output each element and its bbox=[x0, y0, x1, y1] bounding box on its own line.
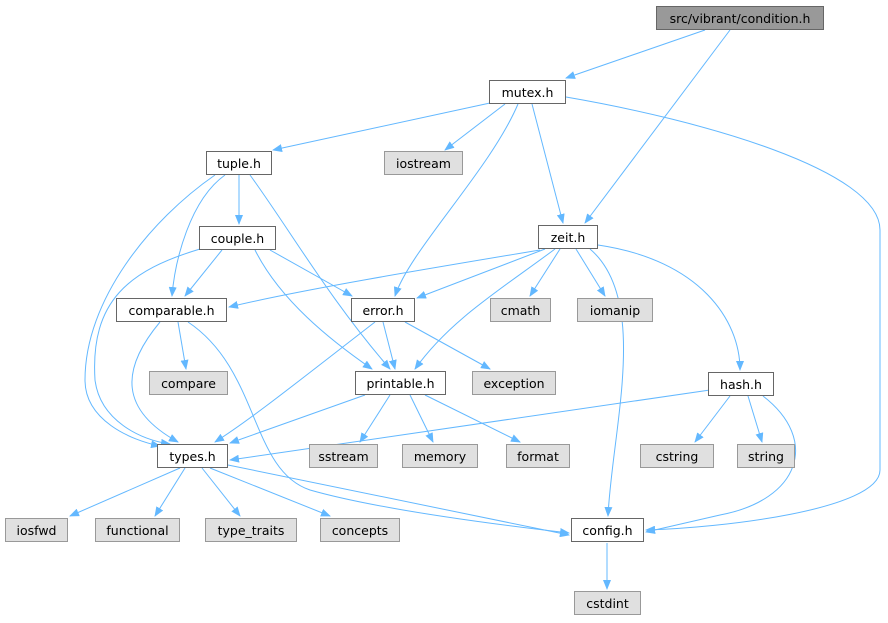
node-compare: compare bbox=[149, 371, 228, 395]
node-hash[interactable]: hash.h bbox=[708, 372, 774, 396]
node-iomanip: iomanip bbox=[577, 298, 653, 322]
node-functional: functional bbox=[95, 518, 180, 542]
edge-hash-config bbox=[645, 395, 797, 534]
node-iosfwd: iosfwd bbox=[5, 518, 68, 542]
edge-error-types bbox=[214, 321, 376, 443]
edge-zeit-hash bbox=[597, 244, 744, 371]
node-cmath: cmath bbox=[490, 298, 551, 322]
edge-zeit-cmath bbox=[529, 248, 561, 297]
edge-tuple-types bbox=[84, 174, 216, 449]
edge-cond-zeit bbox=[584, 29, 731, 224]
node-comparable[interactable]: comparable.h bbox=[116, 298, 227, 322]
edge-mutex-zeit bbox=[531, 103, 565, 224]
edge-types-functional bbox=[154, 467, 186, 517]
edge-printable-sstream bbox=[359, 394, 391, 443]
edge-types-type-traits bbox=[201, 467, 241, 517]
node-error[interactable]: error.h bbox=[351, 298, 415, 322]
node-type-traits: type_traits bbox=[205, 518, 297, 542]
node-tuple[interactable]: tuple.h bbox=[206, 151, 272, 175]
node-cstring: cstring bbox=[640, 444, 714, 468]
edge-types-iosfwd bbox=[69, 467, 181, 517]
edge-zeit-config bbox=[589, 248, 625, 517]
edge-couple-error bbox=[269, 249, 353, 297]
edge-couple-comparable bbox=[184, 249, 223, 297]
node-string: string bbox=[737, 444, 795, 468]
edge-printable-types bbox=[229, 394, 366, 444]
edge-hash-string bbox=[747, 395, 764, 443]
edge-printable-format bbox=[424, 394, 521, 443]
edge-comparable-types bbox=[131, 321, 179, 443]
edge-comparable-config bbox=[187, 321, 570, 536]
edge-couple-types bbox=[94, 248, 201, 447]
edge-tuple-printable bbox=[249, 174, 391, 370]
node-config[interactable]: config.h bbox=[571, 518, 644, 542]
edge-tuple-comparable bbox=[168, 174, 226, 297]
node-format: format bbox=[506, 444, 570, 468]
node-concepts: concepts bbox=[320, 518, 400, 542]
edge-hash-cstring bbox=[694, 395, 731, 443]
node-mutex[interactable]: mutex.h bbox=[489, 80, 566, 104]
edge-cond-mutex bbox=[565, 29, 706, 79]
node-exception: exception bbox=[472, 371, 556, 395]
edge-types-config bbox=[227, 464, 570, 538]
node-sstream: sstream bbox=[309, 444, 378, 468]
edge-mutex-config bbox=[565, 96, 881, 534]
node-cstdint: cstdint bbox=[574, 591, 641, 615]
node-memory: memory bbox=[402, 444, 478, 468]
node-zeit[interactable]: zeit.h bbox=[538, 225, 598, 249]
node-types[interactable]: types.h bbox=[157, 444, 228, 468]
node-iostream: iostream bbox=[384, 151, 463, 175]
edge-types-concepts bbox=[209, 467, 331, 517]
edge-zeit-comparable bbox=[228, 249, 541, 309]
edge-comparable-compare bbox=[177, 321, 189, 370]
edge-mutex-iostream bbox=[444, 103, 506, 151]
edge-printable-memory bbox=[409, 394, 434, 443]
edge-mutex-error bbox=[393, 103, 519, 297]
edge-zeit-error bbox=[416, 248, 546, 299]
edge-zeit-printable bbox=[414, 248, 556, 370]
edge-mutex-tuple bbox=[272, 102, 491, 153]
node-couple[interactable]: couple.h bbox=[199, 226, 276, 250]
node-cond[interactable]: src/vibrant/condition.h bbox=[656, 6, 824, 30]
node-printable[interactable]: printable.h bbox=[355, 371, 446, 395]
edge-zeit-iomanip bbox=[575, 248, 606, 297]
edge-error-exception bbox=[404, 321, 491, 370]
edge-couple-printable bbox=[254, 249, 373, 370]
edge-error-printable bbox=[382, 321, 397, 370]
